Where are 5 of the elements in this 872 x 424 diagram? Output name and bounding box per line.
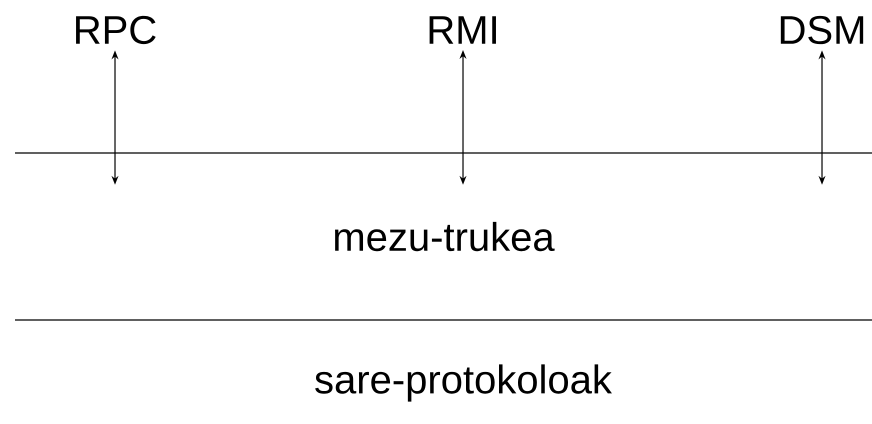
layer-band: mezu-trukea: [14, 152, 872, 321]
protocol-label: DSM: [780, 16, 864, 44]
protocol-label: RMI: [430, 16, 496, 44]
layer-label: sare-protokoloak: [315, 364, 612, 402]
protocol-label: RPC: [76, 16, 156, 44]
